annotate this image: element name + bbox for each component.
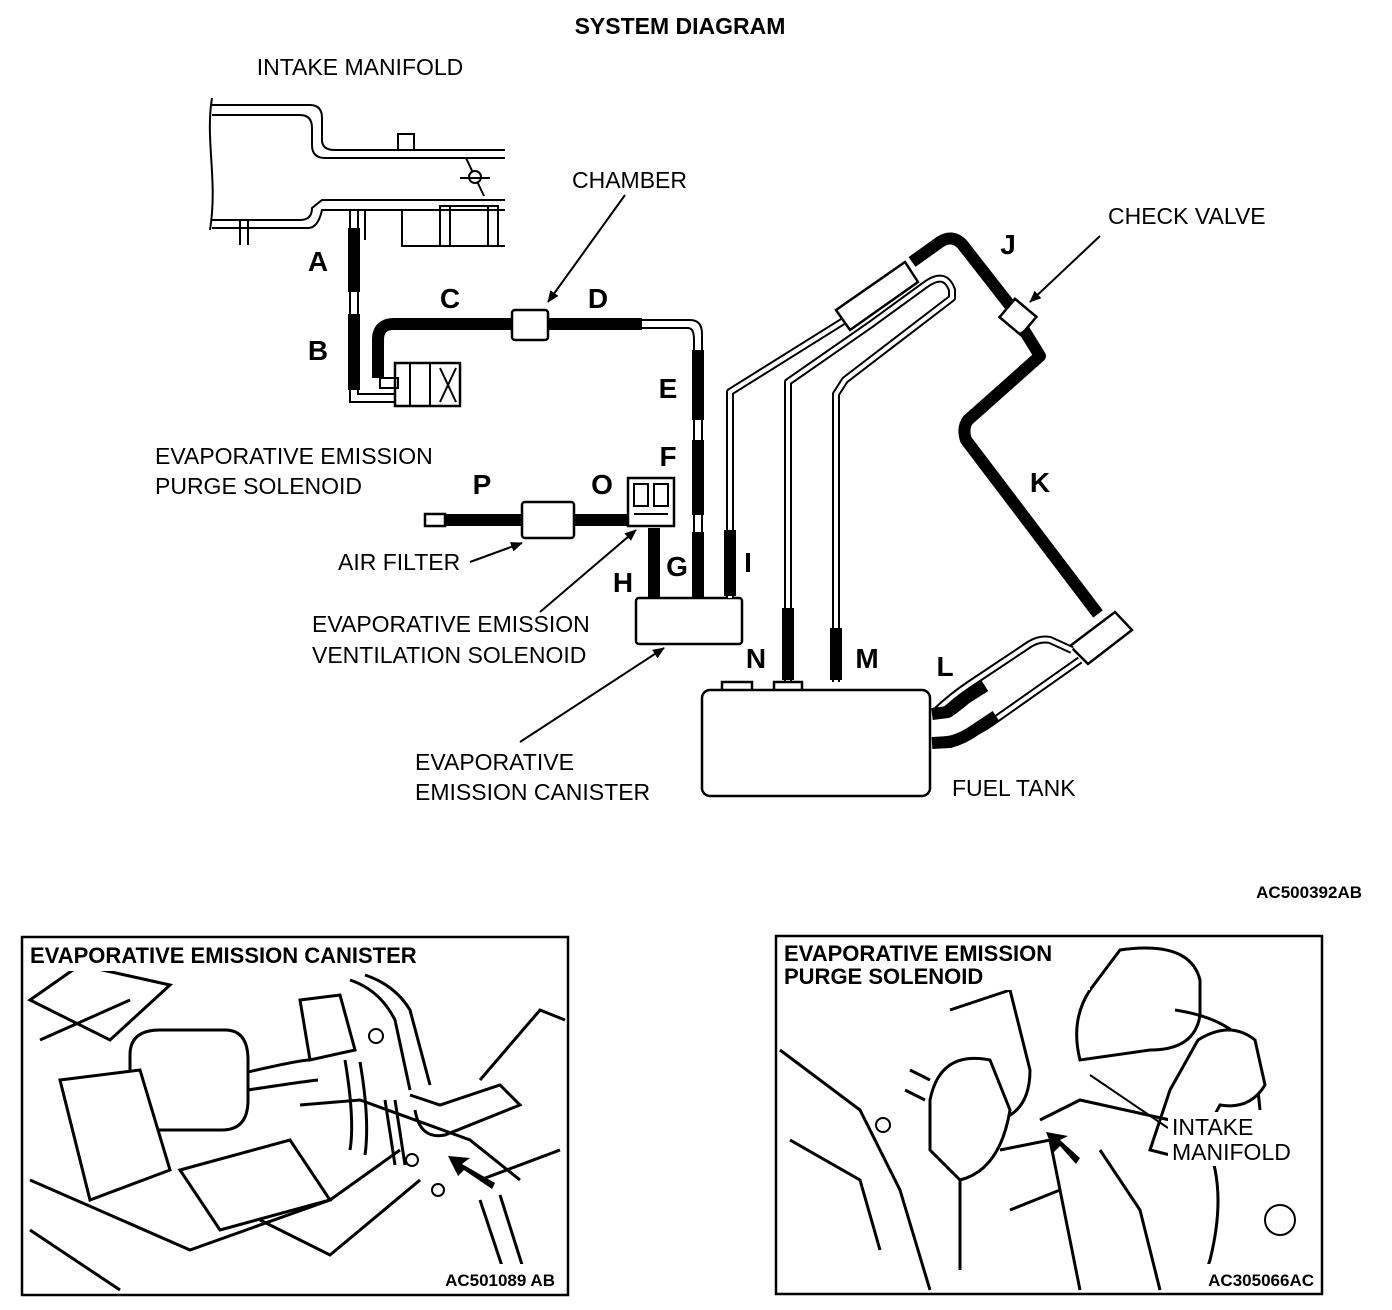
hose-letter-c: C: [440, 283, 460, 314]
photo-purge-title-1: EVAPORATIVE EMISSION: [784, 941, 1052, 966]
hose-letter-o: O: [591, 469, 613, 500]
arrow-icon: [448, 1156, 495, 1189]
vent-solenoid-pointer: [539, 529, 637, 613]
hose-letter-h: H: [613, 567, 633, 598]
purge-solenoid-assembly: [348, 210, 462, 408]
arrow-icon: [1046, 1132, 1080, 1164]
ventilation-assembly: [423, 476, 676, 598]
hose-letter-n: N: [746, 643, 766, 674]
hose-letter-m: M: [855, 643, 878, 674]
label-purge-solenoid-1: EVAPORATIVE EMISSION: [155, 443, 433, 469]
check-valve: [997, 297, 1039, 337]
photo-canister: [20, 935, 570, 1297]
intake-manifold-pointer: [1089, 1074, 1169, 1129]
label-canister-2: EMISSION CANISTER: [415, 779, 650, 805]
diagram-title: SYSTEM DIAGRAM: [575, 13, 786, 39]
hose-letter-l: L: [936, 651, 953, 682]
hose-letter-f: F: [659, 441, 676, 472]
hose-c: [372, 318, 512, 378]
air-filter-pointer: [469, 542, 523, 563]
hose-j: [908, 232, 1017, 312]
hose-l: [931, 680, 989, 720]
label-intake-manifold: INTAKE MANIFOLD: [257, 54, 464, 80]
label-vent-solenoid-1: EVAPORATIVE EMISSION: [312, 611, 590, 637]
chamber-pointer: [547, 194, 626, 303]
hose-letter-a: A: [308, 246, 328, 277]
label-canister-1: EVAPORATIVE: [415, 749, 574, 775]
photo-canister-code: AC501089 AB: [445, 1271, 555, 1290]
fuel-tank: [700, 688, 932, 798]
label-purge-solenoid-2: PURGE SOLENOID: [155, 473, 362, 499]
label-chamber: CHAMBER: [572, 167, 687, 193]
hose-letter-g: G: [666, 551, 688, 582]
hose-letter-i: I: [744, 547, 752, 578]
check-valve-pointer: [1029, 235, 1101, 303]
label-fuel-tank: FUEL TANK: [952, 775, 1076, 801]
hose-letter-d: D: [588, 283, 608, 314]
label-vent-solenoid-2: VENTILATION SOLENOID: [312, 642, 586, 668]
evaporative-emission-canister: [634, 596, 744, 646]
hose-l-lower: [931, 711, 1000, 749]
chamber: [510, 308, 550, 342]
hose-letter-p: P: [473, 469, 492, 500]
photo-label-manifold: MANIFOLD: [1172, 1139, 1291, 1165]
photo-purge-code: AC305066AC: [1208, 1271, 1314, 1290]
fuel-filler-neck-lower: [932, 610, 1134, 746]
photo-purge-title-2: PURGE SOLENOID: [784, 964, 983, 989]
label-check-valve: CHECK VALVE: [1108, 203, 1266, 229]
hose-letter-e: E: [659, 373, 678, 404]
canister-pointer: [519, 647, 665, 743]
photo-label-intake: INTAKE: [1172, 1114, 1253, 1140]
hose-letter-j: J: [1000, 229, 1016, 260]
hose-letter-k: K: [1030, 467, 1050, 498]
hose-k: [958, 326, 1103, 618]
hose-letter-b: B: [308, 335, 328, 366]
photo-canister-title: EVAPORATIVE EMISSION CANISTER: [30, 943, 417, 968]
diagram-code: AC500392AB: [1256, 883, 1362, 902]
label-air-filter: AIR FILTER: [338, 549, 460, 575]
intake-manifold-drawing: [208, 97, 505, 247]
